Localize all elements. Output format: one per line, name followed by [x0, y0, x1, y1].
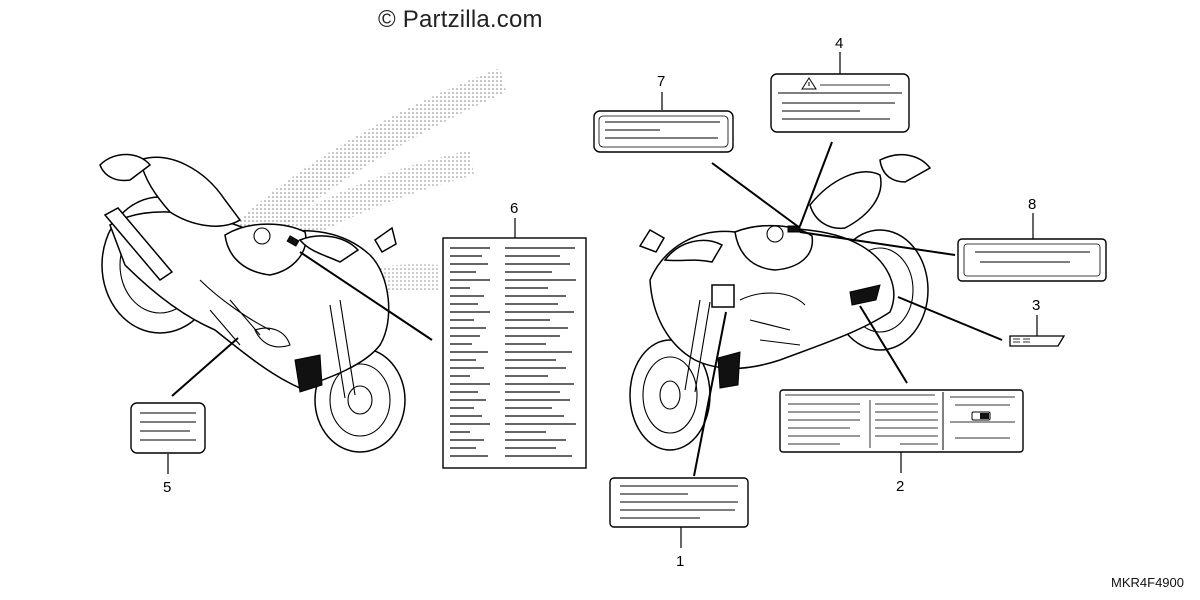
callout-7: 7 — [657, 73, 665, 90]
diagram-reference-code: MKR4F4900 — [1111, 575, 1184, 590]
callout-5: 5 — [163, 479, 171, 496]
label-1-sticker — [609, 477, 749, 528]
partzilla-watermark: © Partzilla.com — [378, 6, 543, 33]
callout-3: 3 — [1032, 297, 1040, 314]
label-4-warning-sticker — [770, 73, 910, 133]
label-8-sticker — [957, 238, 1107, 282]
label-7-sticker — [593, 110, 734, 153]
callout-1: 1 — [676, 553, 684, 570]
callout-8: 8 — [1028, 196, 1036, 213]
label-6-spec-sheet — [442, 237, 587, 469]
label-5-sticker — [130, 402, 206, 454]
label-3-tag — [1009, 335, 1066, 347]
callout-4: 4 — [835, 35, 843, 52]
left-motorcycle-illustration — [99, 68, 506, 453]
callout-2: 2 — [896, 478, 904, 495]
label-2-table-sticker — [779, 389, 1024, 453]
right-motorcycle-illustration — [629, 153, 932, 451]
leader-lines — [167, 52, 1038, 548]
callout-6: 6 — [510, 200, 518, 217]
